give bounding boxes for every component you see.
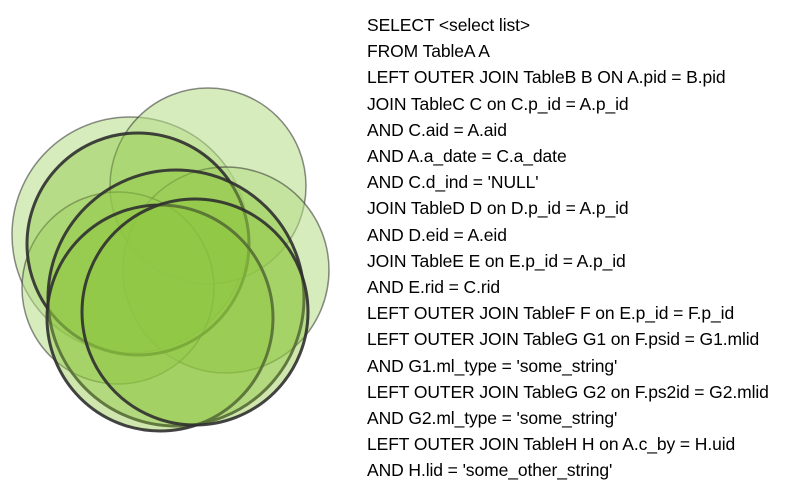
venn-dark-circles xyxy=(25,131,310,433)
sql-line-join-e: JOIN TableE E on E.p_id = A.p_id xyxy=(367,250,626,271)
sql-line-and-g1-type: AND G1.ml_type = 'some_string' xyxy=(367,355,618,376)
sql-line-join-c: JOIN TableC C on C.p_id = A.p_id xyxy=(367,93,629,114)
venn-diagram xyxy=(11,87,330,433)
sql-line-and-d-ind: AND C.d_ind = 'NULL' xyxy=(367,172,539,193)
sql-line-and-aid: AND C.aid = A.aid xyxy=(367,119,507,140)
sql-query: SELECT <select list> FROM TableA A LEFT … xyxy=(367,12,803,484)
sql-line-from: FROM TableA A xyxy=(367,41,490,62)
sql-line-select: SELECT <select list> xyxy=(367,15,531,35)
sql-line-and-a-date: AND A.a_date = C.a_date xyxy=(367,146,567,167)
sql-line-join-g1: LEFT OUTER JOIN TableG G1 on F.psid = G1… xyxy=(367,329,760,350)
sql-line-join-g2: LEFT OUTER JOIN TableG G2 on F.ps2id = G… xyxy=(367,381,769,402)
venn-light-circles xyxy=(11,87,330,385)
sql-line-and-lid: AND H.lid = 'some_other_string' xyxy=(367,460,613,481)
sql-line-and-rid: AND E.rid = C.rid xyxy=(367,277,500,298)
venn-circle-h xyxy=(21,191,215,385)
sql-line-join-d: JOIN TableD D on D.p_id = A.p_id xyxy=(367,198,629,219)
sql-line-join-b: LEFT OUTER JOIN TableB B ON A.pid = B.pi… xyxy=(367,67,726,88)
venn-circle-g xyxy=(80,197,310,427)
sql-line-and-eid: AND D.eid = A.eid xyxy=(367,224,507,245)
sql-line-join-h: LEFT OUTER JOIN TableH H on A.c_by = H.u… xyxy=(367,434,736,455)
sql-line-and-g2-type: AND G2.ml_type = 'some_string' xyxy=(367,408,618,429)
sql-line-join-f: LEFT OUTER JOIN TableF F on E.p_id = F.p… xyxy=(367,303,735,324)
